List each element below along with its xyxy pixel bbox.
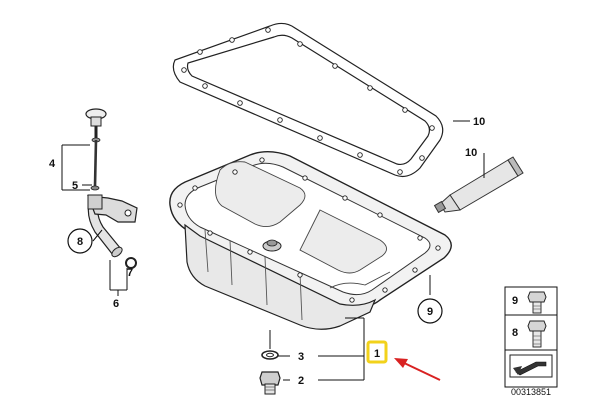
label-10-sealant: 10 [465,147,477,159]
highlight-part-1: 1 [366,340,388,364]
label-6: 6 [113,298,119,310]
inset-label-8: 8 [512,327,518,339]
callout-8: 8 [67,228,93,254]
bolt-8-icon [527,320,547,348]
callout-9: 9 [417,298,443,324]
guide-tube [87,194,138,258]
dipstick [85,108,107,191]
inset-label-9: 9 [512,295,518,307]
pointer-arrow [394,358,441,381]
label-1: 1 [374,348,380,360]
gasket [172,22,444,178]
label-8: 8 [77,236,83,248]
label-3: 3 [298,351,304,363]
oil-pan [169,151,452,330]
label-5: 5 [72,180,78,192]
callout-lines [61,120,485,381]
drain-plug [259,371,281,395]
label-9: 9 [427,306,433,318]
label-2: 2 [298,375,304,387]
label-4: 4 [49,158,56,170]
fastener-arrow-icon [509,354,553,378]
sealant-tube [433,156,524,214]
label-10-gasket: 10 [473,116,485,128]
drain-washer [261,350,279,360]
o-ring [125,257,137,269]
label-7: 7 [127,267,133,279]
bolt-9-icon [527,291,547,314]
fastener-inset: 9 8 00313851 [504,286,558,397]
catalog-number: 00313851 [511,387,551,397]
